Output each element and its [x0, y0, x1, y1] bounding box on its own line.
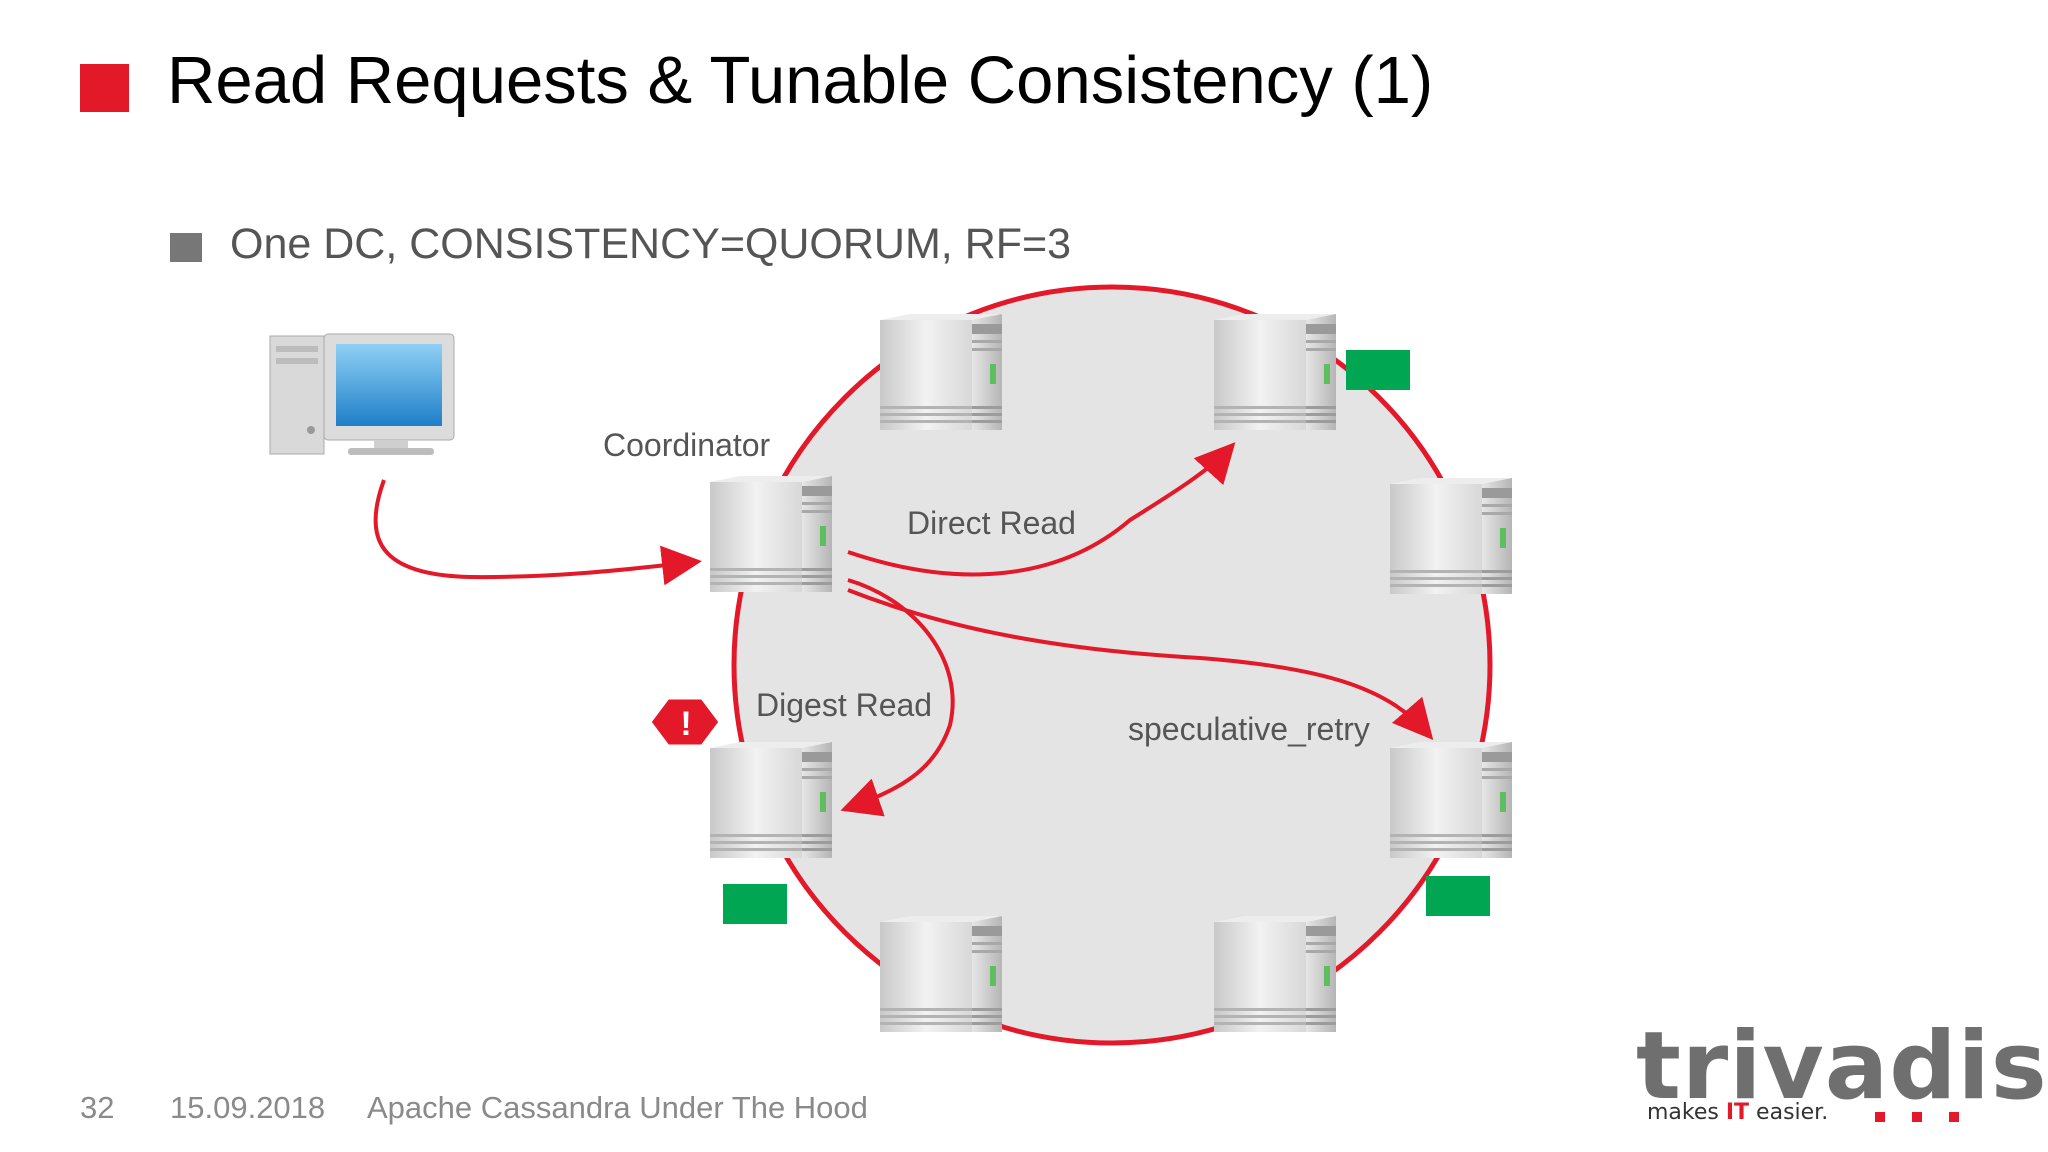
bullet-text: One DC, CONSISTENCY=QUORUM, RF=3 — [230, 220, 1072, 268]
logo-tagline-prefix: makes — [1647, 1100, 1726, 1125]
direct-read-label: Direct Read — [907, 505, 1076, 541]
replica-marker — [1426, 876, 1490, 916]
logo-tagline-it: IT — [1725, 1100, 1750, 1125]
ring-node-right-upper — [1390, 478, 1512, 594]
page-number: 32 — [80, 1090, 115, 1125]
footer-date: 15.09.2018 — [170, 1090, 326, 1125]
client-request-arrow — [373, 479, 702, 586]
speculative-retry-label: speculative_retry — [1128, 711, 1370, 747]
ring-node-top-left — [880, 314, 1002, 430]
ring-node-bottom-left — [880, 916, 1002, 1032]
digest-node — [710, 742, 832, 858]
warning-mark: ! — [680, 705, 691, 743]
direct-read-arrow — [847, 442, 1236, 577]
bullet-marker — [170, 233, 202, 262]
slide-title: Read Requests & Tunable Consistency (1) — [167, 43, 1434, 118]
replica-marker — [1346, 350, 1410, 390]
ring-node-bottom-right — [1214, 916, 1336, 1032]
replica-marker — [723, 884, 787, 924]
logo-tagline: makes IT easier. — [1647, 1100, 1828, 1125]
speculative-retry-arrow — [847, 588, 1434, 741]
speculative-node — [1390, 742, 1512, 858]
logo-dots — [1875, 1109, 1986, 1127]
digest-read-label: Digest Read — [756, 687, 932, 723]
coordinator-node — [710, 476, 832, 592]
logo-tagline-suffix: easier. — [1749, 1100, 1829, 1125]
title-marker — [80, 64, 129, 112]
footer-presentation-title: Apache Cassandra Under The Hood — [367, 1090, 868, 1125]
cassandra-ring — [731, 284, 1493, 1046]
trivadis-logo: trivadis — [1636, 1012, 2048, 1121]
coordinator-label: Coordinator — [603, 427, 771, 463]
digest-read-arrow — [840, 578, 955, 817]
warning-icon — [648, 696, 722, 748]
ring-node-top-right — [1214, 314, 1336, 430]
client-computer-icon — [269, 333, 455, 455]
